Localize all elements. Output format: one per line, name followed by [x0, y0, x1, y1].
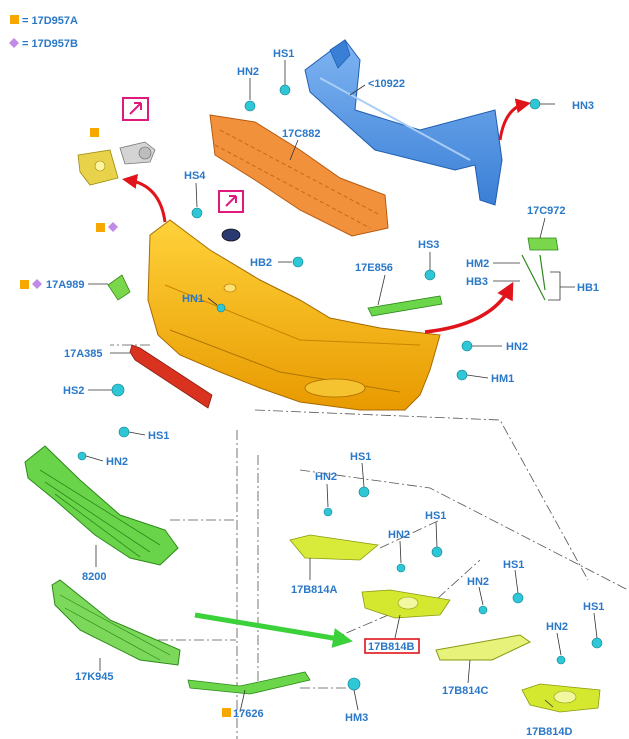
legend-square-icon [10, 15, 19, 24]
license-bracket [129, 344, 213, 409]
label-hn1: HN1 [182, 293, 204, 305]
legend-text-b: = 17D957B [22, 38, 78, 50]
bezel-17B814B [361, 589, 451, 619]
bracket-17C972 [521, 237, 559, 301]
clip-hn2-b [396, 563, 406, 573]
strip-17E856 [367, 295, 443, 317]
clip-hs3 [424, 269, 436, 281]
label-hb2: HB2 [250, 257, 272, 269]
label-hn2-a: HN2 [315, 471, 337, 483]
label-hn2-grille: HN2 [106, 456, 128, 468]
label-hm1: HM1 [491, 373, 514, 385]
grille-8200 [24, 445, 179, 566]
label-17e856: 17E856 [355, 262, 393, 274]
part-labels: HS1 HN2 <10922 HN3 17C882 HS4 17C972 HS3… [46, 48, 604, 738]
bezel-17B814C [435, 634, 531, 661]
legend-diamond-icon [9, 38, 19, 48]
clip-hs1-d [591, 637, 603, 649]
clip-hn1 [216, 303, 226, 313]
legend-square-icon [222, 708, 231, 717]
clip-hn2-c [478, 605, 488, 615]
clip-hn2-d [556, 655, 566, 665]
label-box-17b814b [364, 638, 420, 654]
bezel-17B814A [289, 534, 379, 561]
legend-square-icon [90, 128, 99, 137]
parking-sensor [119, 141, 156, 165]
label-hm3: HM3 [345, 712, 368, 724]
clip-hs1-a [358, 486, 370, 498]
leader-lines [85, 60, 598, 713]
legend-diamond-icon [32, 279, 42, 289]
highlight-box-emblem [218, 190, 244, 213]
label-hs3: HS3 [418, 239, 439, 251]
legend: = 17D957A = 17D957B [9, 15, 78, 50]
label-17b814b: 17B814B [368, 641, 415, 653]
red-arrow-sensor [122, 173, 167, 223]
label-17c972: 17C972 [527, 205, 566, 217]
clip-hn3-top [529, 98, 541, 110]
label-10922: <10922 [368, 78, 405, 90]
spoiler-17626 [187, 671, 311, 695]
bracket-17A989 [107, 274, 131, 301]
clip-hs1-b [431, 546, 443, 558]
green-arrow [194, 612, 353, 648]
clip-hs1-c [512, 592, 524, 604]
label-hs1-top: HS1 [273, 48, 294, 60]
clip-hn2-grille [77, 451, 87, 461]
label-hn2-d: HN2 [546, 621, 568, 633]
reinforcement-beam [304, 39, 503, 206]
label-hn2-top: HN2 [237, 66, 259, 78]
label-hm2: HM2 [466, 258, 489, 270]
label-17b814c: 17B814C [442, 685, 489, 697]
label-hs1-c: HS1 [503, 559, 524, 571]
highlight-box-sensor [122, 97, 149, 121]
label-hs2: HS2 [63, 385, 84, 397]
label-8200: 8200 [82, 571, 106, 583]
label-hs1-b: HS1 [425, 510, 446, 522]
label-17c882: 17C882 [282, 128, 321, 140]
lower-grille-17K945 [51, 579, 181, 666]
label-17b814a: 17B814A [291, 584, 338, 596]
legend-text-a: = 17D957A [22, 15, 78, 27]
clip-hs1-grille [118, 426, 130, 438]
bezel-17B814D [521, 683, 601, 713]
clip-hs2 [111, 383, 125, 397]
clip-hm3 [347, 677, 361, 691]
clip-hn2-a [323, 507, 333, 517]
label-hs4: HS4 [184, 170, 206, 182]
legend-diamond-icon [108, 222, 118, 232]
sensor-bracket [77, 149, 119, 186]
clip-hb2 [292, 256, 304, 268]
label-17626: 17626 [233, 708, 264, 720]
label-hn2-right: HN2 [506, 341, 528, 353]
bumper-cover [147, 219, 441, 411]
clip-hn2-right [461, 340, 473, 352]
energy-absorber [209, 114, 389, 237]
label-hn2-b: HN2 [388, 529, 410, 541]
label-17a385: 17A385 [64, 348, 103, 360]
label-hb1: HB1 [577, 282, 599, 294]
clip-hn2-top [244, 100, 256, 112]
label-hn3-top: HN3 [572, 100, 594, 112]
label-hs1-a: HS1 [350, 451, 371, 463]
emblem [221, 228, 241, 242]
clip-hm1 [456, 369, 468, 381]
label-17a989: 17A989 [46, 279, 85, 291]
label-hb3: HB3 [466, 276, 488, 288]
label-17k945: 17K945 [75, 671, 114, 683]
legend-square-icon [20, 280, 29, 289]
label-hs1-grille: HS1 [148, 430, 169, 442]
label-hn2-c: HN2 [467, 576, 489, 588]
clip-hs1-top [279, 84, 291, 96]
legend-square-icon [96, 223, 105, 232]
label-hs1-d: HS1 [583, 601, 604, 613]
red-arrow-brackets [424, 281, 514, 334]
red-arrow-hn3 [498, 98, 531, 141]
clip-hs4 [191, 207, 203, 219]
label-17b814d: 17B814D [526, 726, 573, 738]
